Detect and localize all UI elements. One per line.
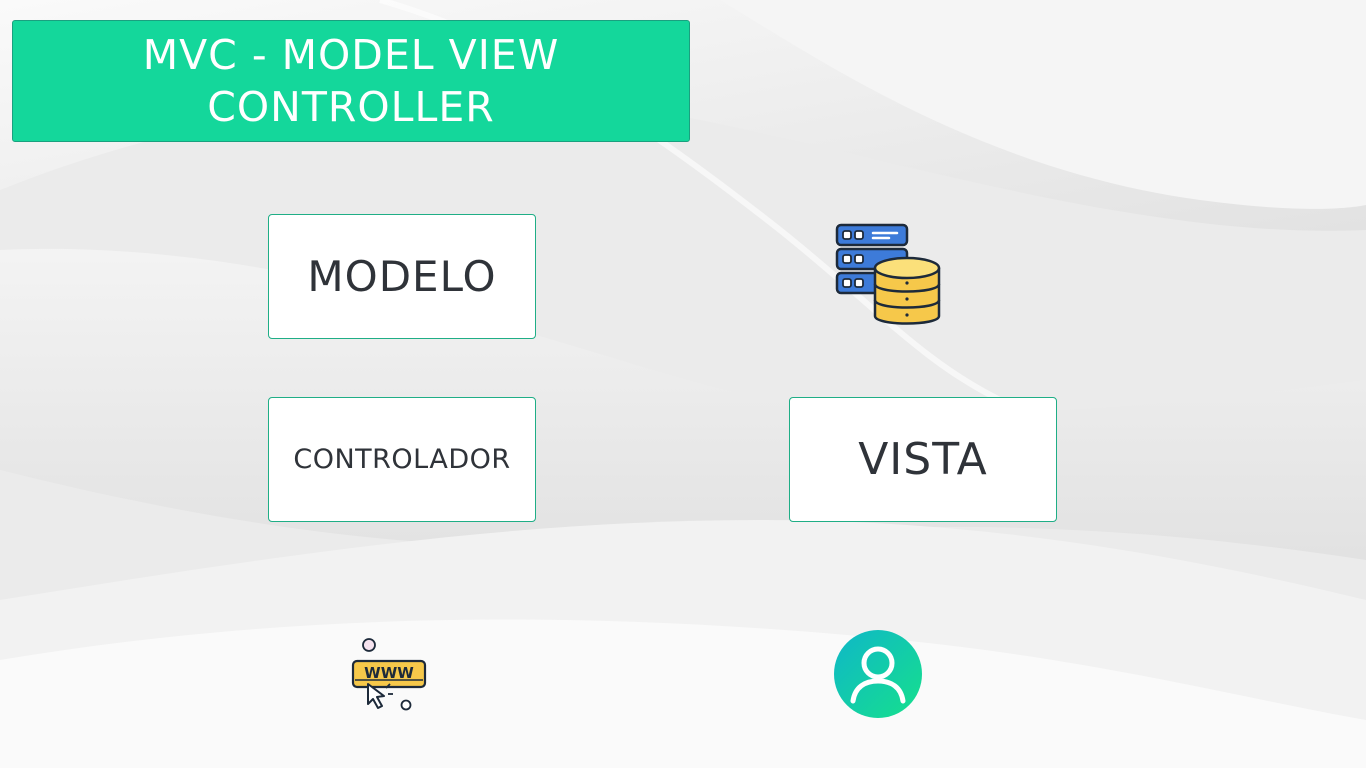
user-icon [834, 630, 922, 718]
svg-text:WWW: WWW [364, 664, 414, 682]
www-cursor-icon: WWW [351, 638, 427, 711]
modelo-box: MODELO [268, 214, 536, 339]
vista-box: VISTA [789, 397, 1057, 522]
title-banner: MVC - MODEL VIEW CONTROLLER [12, 20, 690, 142]
controlador-box: CONTROLADOR [268, 397, 536, 522]
database-server-icon [835, 223, 941, 325]
page-title: MVC - MODEL VIEW CONTROLLER [142, 31, 560, 131]
